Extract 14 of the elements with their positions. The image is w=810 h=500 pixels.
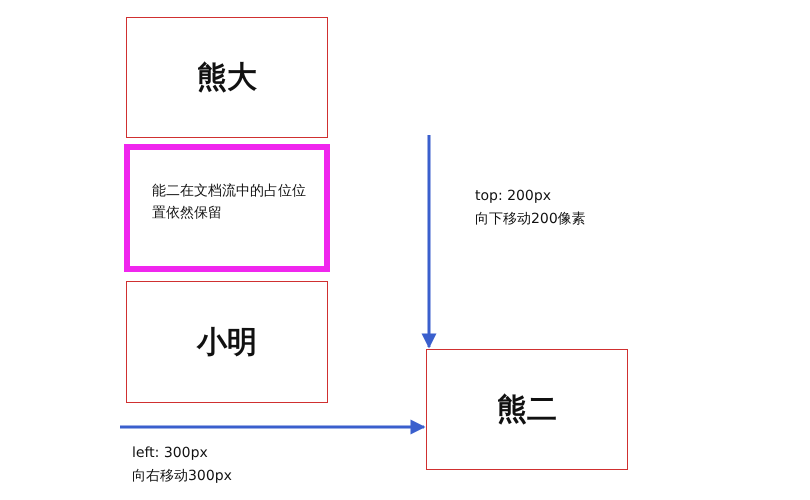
element-box: [126, 17, 328, 138]
offset-note: 向右移动300px: [132, 467, 232, 485]
element-box: [426, 349, 628, 470]
box-title: 熊二: [497, 391, 557, 429]
offset-note: left: 300px: [132, 445, 208, 461]
element-box: [126, 281, 328, 403]
arrow: [120, 420, 426, 434]
placeholder-box: [124, 144, 330, 272]
note-text: 能二在文档流中的占位位置依然保留: [152, 182, 307, 223]
box-title: 小明: [197, 324, 257, 362]
arrow: [422, 135, 436, 348]
offset-note: 向下移动200像素: [475, 210, 586, 228]
box-title: 熊大: [197, 59, 257, 97]
offset-note: top: 200px: [475, 188, 552, 204]
